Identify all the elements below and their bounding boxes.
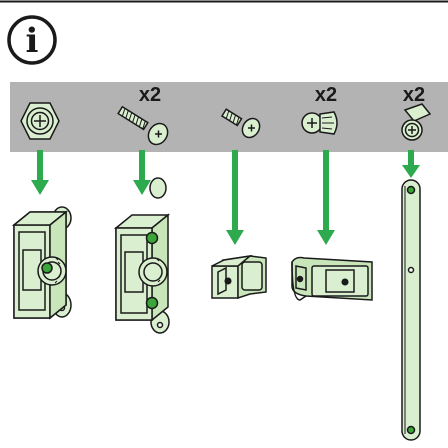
arrow-5 <box>402 150 420 178</box>
rivet-screw-icon <box>401 103 432 141</box>
info-symbol: i <box>26 21 39 61</box>
info-icon: i <box>7 15 57 65</box>
arrow-3 <box>226 150 244 245</box>
connector-block <box>11 206 72 320</box>
qty-long-screw: x2 <box>139 84 161 106</box>
qty-rivet-screw: x2 <box>403 84 425 106</box>
connector-block-double <box>113 177 171 334</box>
arrow-2 <box>133 150 151 195</box>
arrow-4 <box>317 150 335 245</box>
qty-pan-head-screw: x2 <box>315 84 337 106</box>
long-screw-icon <box>117 105 169 146</box>
mounting-strip <box>401 179 421 441</box>
arrows <box>31 150 420 245</box>
pan-head-screw-icon <box>301 111 338 135</box>
arrow-1 <box>31 150 49 195</box>
short-screw-icon <box>220 108 261 139</box>
small-bracket <box>211 254 267 300</box>
washer-screw-icon <box>20 102 60 140</box>
angle-bracket <box>291 256 373 301</box>
